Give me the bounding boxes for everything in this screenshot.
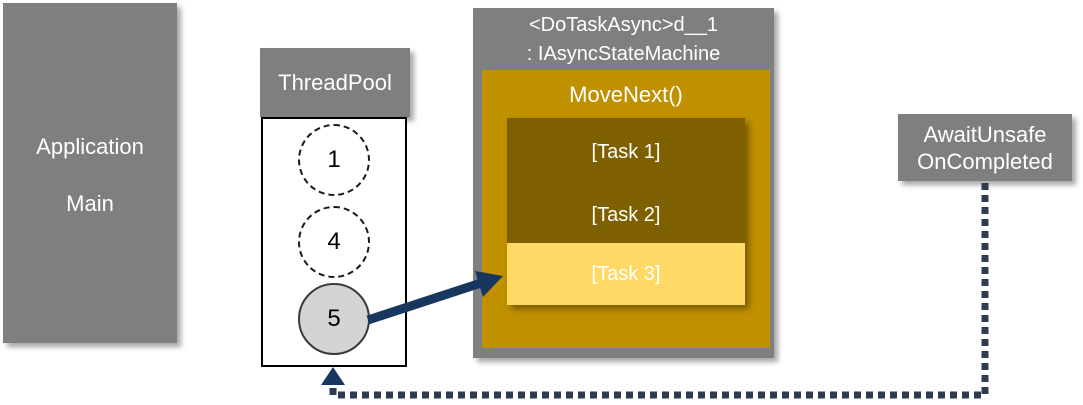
await-unsafe-oncompleted-box: AwaitUnsafe OnCompleted [898,114,1072,181]
completed-tasks-block: [Task 1] [Task 2] [507,118,745,243]
task-3-label: [Task 3] [591,263,661,285]
thread-circle-5: 5 [298,283,370,355]
main-label: Main [66,191,114,216]
application-label: Application [36,134,144,159]
threadpool-title: ThreadPool [278,69,392,95]
threadpool-body: 1 4 5 [261,117,407,367]
thread-5-number: 5 [327,305,341,332]
thread-circle-4: 4 [298,206,370,278]
thread-1-number: 1 [327,146,341,173]
await-box-line2: OnCompleted [917,148,1053,174]
application-main-box: Application Main [3,3,177,343]
current-task-block: [Task 3] [507,243,745,305]
state-machine-title-line1: <DoTaskAsync>d__1 [528,14,718,36]
task-stack: [Task 1] [Task 2] [Task 3] [507,118,745,305]
state-machine-title-line2: : IAsyncStateMachine [526,43,721,65]
task-1-label: [Task 1] [591,141,661,163]
threadpool-header: ThreadPool [260,48,410,117]
thread-circle-1: 1 [298,124,370,196]
await-box-line1: AwaitUnsafe [923,121,1047,147]
state-machine-title: <DoTaskAsync>d__1 : IAsyncStateMachine [473,11,774,69]
movenext-label: MoveNext() [569,82,683,107]
thread-4-number: 4 [327,228,341,255]
task-2-label: [Task 2] [591,204,661,226]
